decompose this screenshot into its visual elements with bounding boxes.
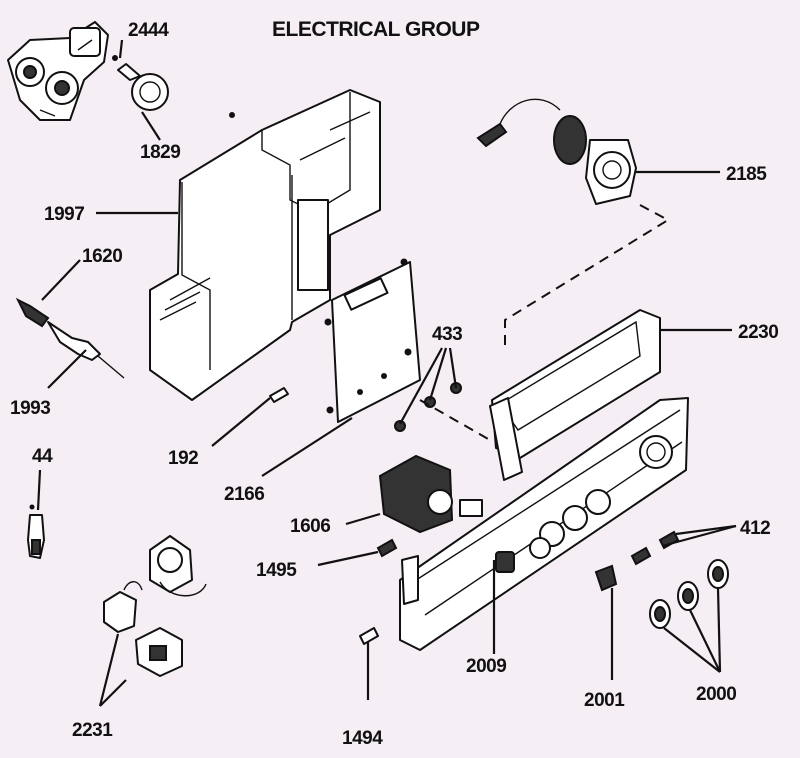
label-192: 192: [168, 448, 198, 469]
part-2009-control-panel: [399, 397, 689, 651]
label-2009: 2009: [466, 656, 506, 677]
part-433-screws: [357, 373, 462, 432]
part-labels: 2444 1829 1997 1620 1993 44 192 2166 433…: [10, 20, 779, 749]
label-1495: 1495: [256, 560, 297, 581]
part-1997-housing: [149, 89, 381, 401]
label-1829: 1829: [140, 142, 180, 163]
label-433: 433: [432, 324, 462, 345]
part-2166-panel: [324, 258, 421, 423]
part-1620-1993-sensor-probe: [15, 297, 125, 379]
part-1829-small-motor: [117, 63, 169, 111]
part-192-screw: [269, 387, 289, 403]
label-1997: 1997: [44, 204, 84, 225]
dashed-guide-2166: [419, 399, 491, 441]
part-44-clip: [27, 504, 45, 559]
leader-lines: [36, 39, 737, 707]
part-2001-screw: [594, 564, 618, 592]
part-2231-solenoids: [103, 535, 207, 677]
label-1620: 1620: [82, 246, 122, 267]
label-44: 44: [32, 446, 53, 467]
part-2230-display-module: [489, 309, 661, 481]
label-412: 412: [740, 518, 770, 539]
label-1606: 1606: [290, 516, 330, 537]
label-1494: 1494: [342, 728, 383, 749]
label-2444: 2444: [128, 20, 169, 41]
dashed-guide-2185: [504, 204, 671, 345]
part-412-screws: [630, 530, 680, 566]
label-2230: 2230: [738, 322, 778, 343]
part-2185-motor: [476, 98, 637, 205]
part-2000-knobs: [649, 559, 729, 629]
label-2185: 2185: [726, 164, 767, 185]
label-2166: 2166: [224, 484, 264, 505]
label-1993: 1993: [10, 398, 50, 419]
part-2444-valve-assembly: [7, 21, 118, 121]
part-1606-switch: [378, 454, 483, 534]
part-1495-screw: [376, 538, 398, 558]
part-1494-screw: [359, 627, 379, 645]
label-2000: 2000: [696, 684, 736, 705]
label-2231: 2231: [72, 720, 113, 741]
label-2001: 2001: [584, 690, 625, 711]
diagram-title: ELECTRICAL GROUP: [272, 18, 480, 41]
